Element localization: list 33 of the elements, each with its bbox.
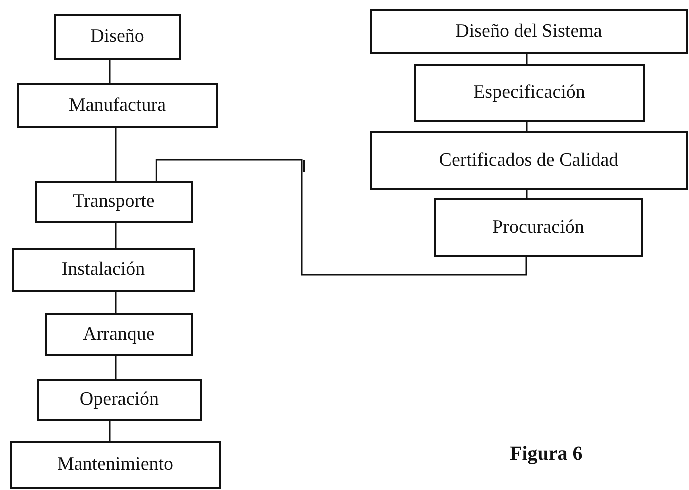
- connector-line: [115, 292, 117, 313]
- connector-line: [109, 421, 111, 441]
- box-label: Diseño del Sistema: [456, 20, 602, 42]
- process-box: [10, 441, 221, 489]
- process-box: [54, 14, 181, 60]
- process-box: [370, 9, 688, 54]
- process-box: [45, 313, 193, 356]
- connector-line: [526, 54, 528, 64]
- process-box: [434, 198, 643, 257]
- connector-line: [109, 60, 111, 83]
- process-box: [414, 64, 645, 122]
- box-label: Procuración: [492, 216, 584, 238]
- process-box: [37, 379, 202, 421]
- process-box: [35, 181, 193, 223]
- connector-line: [526, 122, 528, 131]
- box-label: Operación: [80, 389, 160, 411]
- box-label: Arranque: [83, 324, 155, 346]
- box-label: Certificados de Calidad: [439, 150, 619, 172]
- connector-line: [156, 159, 528, 276]
- connector-line: [115, 223, 117, 248]
- connector-line: [115, 128, 117, 181]
- process-box: [370, 131, 688, 190]
- figure-caption: Figura 6: [510, 443, 583, 466]
- box-label: Manufactura: [68, 94, 166, 116]
- box-label: Instalación: [62, 259, 146, 281]
- process-box: [17, 83, 218, 128]
- box-label: Diseño: [90, 26, 144, 48]
- process-box: [12, 248, 195, 292]
- box-label: Transporte: [73, 191, 155, 213]
- connector-line: [115, 356, 117, 379]
- box-label: Especificación: [474, 82, 586, 104]
- connector-line: [526, 190, 528, 198]
- box-label: Mantenimiento: [57, 454, 174, 476]
